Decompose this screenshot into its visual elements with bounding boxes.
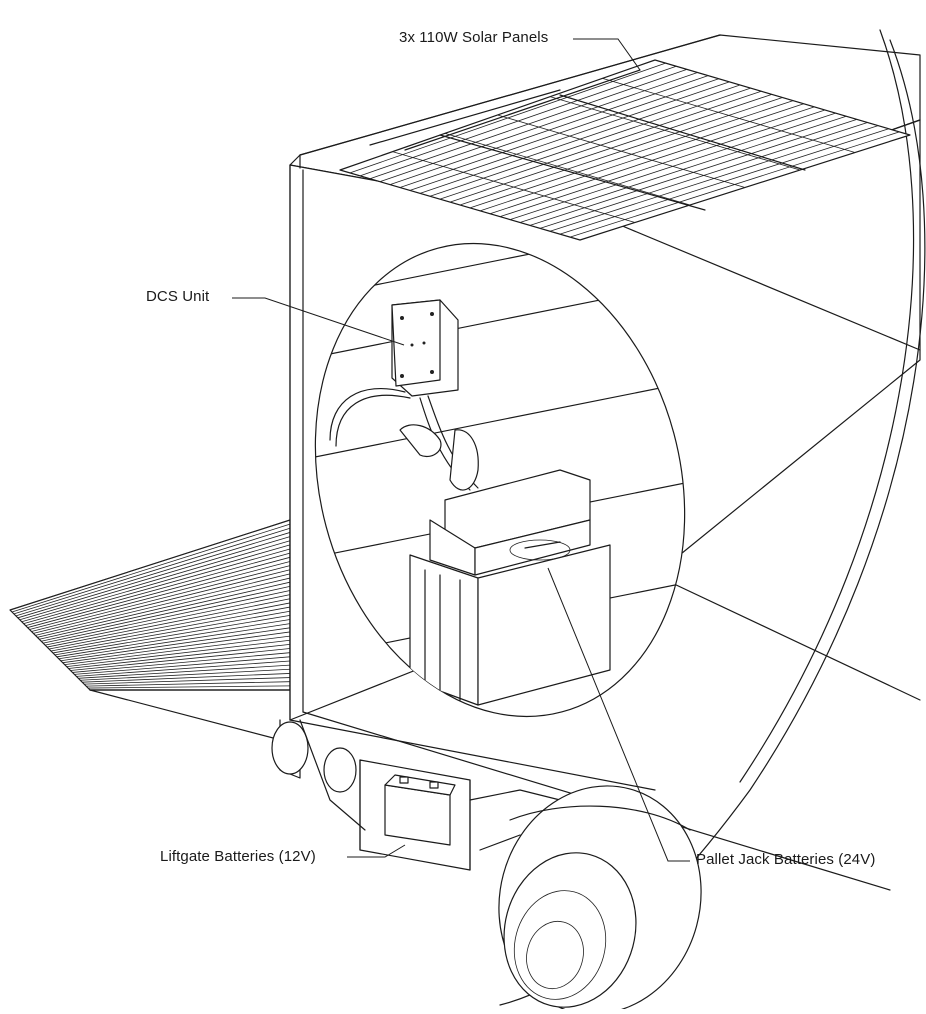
label-solar-panels: 3x 110W Solar Panels — [399, 29, 549, 46]
solar-panel-array — [339, 59, 911, 241]
leader-dcs — [232, 297, 405, 346]
label-pallet-jack-batteries: Pallet Jack Batteries (24V) — [696, 851, 876, 868]
leader-pallet-jack — [547, 567, 690, 862]
trailer-wheel — [498, 785, 702, 1014]
leader-lines — [232, 38, 690, 862]
liftgate-ramp — [9, 519, 301, 746]
liftgate-battery-box — [359, 759, 471, 871]
leader-liftgate — [347, 844, 406, 858]
chassis — [271, 719, 561, 851]
pallet-jack-battery — [409, 469, 611, 706]
cutaway-circle — [299, 219, 701, 718]
dcs-unit-box — [391, 299, 459, 397]
label-liftgate-batteries: Liftgate Batteries (12V) — [160, 848, 316, 865]
label-dcs-unit: DCS Unit — [146, 288, 210, 305]
leader-solar — [573, 38, 641, 71]
